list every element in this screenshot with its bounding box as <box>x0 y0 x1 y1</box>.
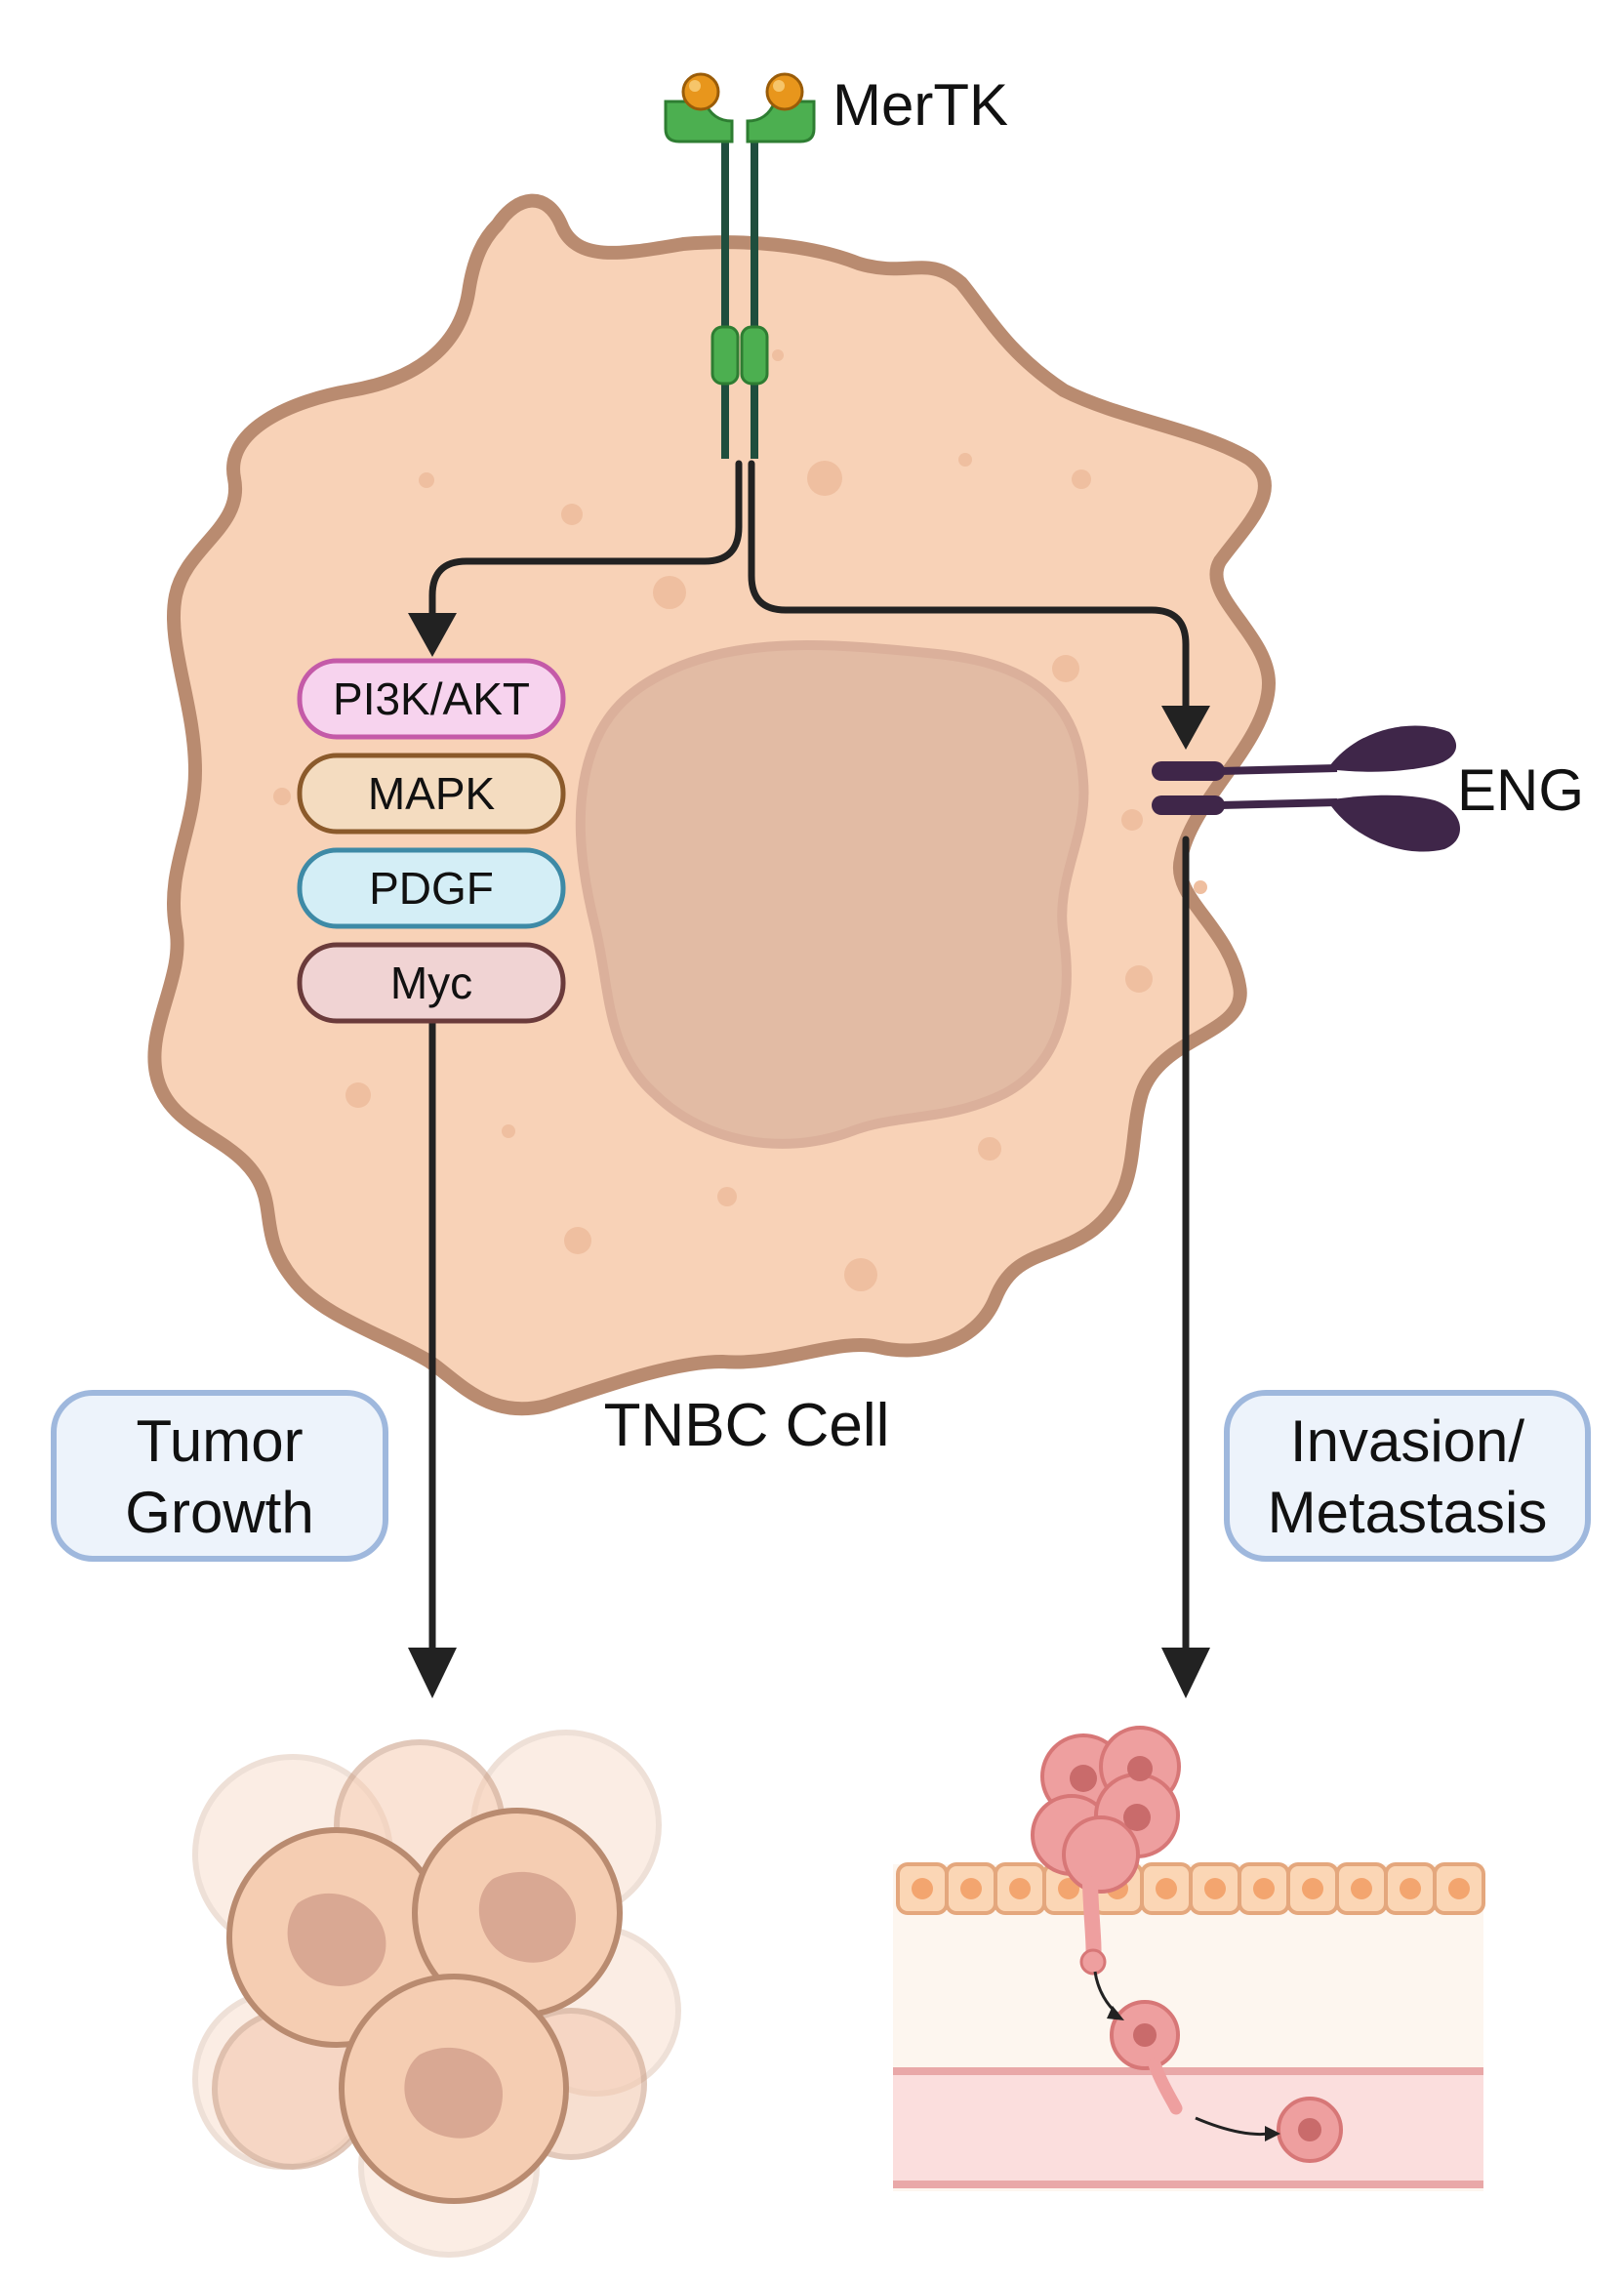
pathway-pill: Myc <box>297 942 566 1024</box>
cytoplasm-granule <box>772 349 784 361</box>
svg-text:Metastasis: Metastasis <box>1268 1480 1548 1545</box>
mertk-label: MerTK <box>832 72 1008 138</box>
tumor-cluster-illustration <box>192 1730 681 2258</box>
cytoplasm-granule <box>564 1227 591 1254</box>
cytoplasm-granule <box>1052 655 1079 682</box>
invading-cells <box>1031 1726 1343 2163</box>
cytoplasm-granule <box>978 1137 1001 1161</box>
cytoplasm-granule <box>1125 965 1153 993</box>
metastasis-illustration <box>893 1726 1485 2191</box>
arrow-to-eng <box>748 460 1190 712</box>
pathway-pill: PI3K/AKT <box>297 658 566 740</box>
ligand-icon <box>765 72 804 111</box>
arrowhead-icon <box>1161 1648 1210 1698</box>
ligand-icon <box>681 72 720 111</box>
arrow-to-pathways <box>428 460 743 619</box>
pathway-pill: PDGF <box>297 847 566 929</box>
signal-arrows <box>428 460 1190 1653</box>
eng-receptor <box>1152 725 1461 852</box>
cytoplasm-granule <box>561 504 583 525</box>
svg-text:PI3K/AKT: PI3K/AKT <box>333 673 530 724</box>
eng-label: ENG <box>1457 757 1584 823</box>
cytoplasm-granule <box>717 1187 737 1206</box>
cytoplasm-granule <box>1194 880 1207 894</box>
cytoplasm-granule <box>958 453 972 467</box>
arrowhead-icon <box>408 613 457 657</box>
cytoplasm-granule <box>1072 469 1091 489</box>
pathway-pill: MAPK <box>297 753 566 835</box>
pathway-stack: PI3K/AKT MAPK PDGF Myc <box>297 658 566 1024</box>
cytoplasm-granule <box>345 1082 371 1108</box>
eng-domain-icon <box>1327 725 1457 772</box>
tumor-growth-box: Tumor Growth <box>51 1390 388 1562</box>
svg-text:Invasion/: Invasion/ <box>1290 1408 1524 1474</box>
cell-label: TNBC Cell <box>604 1392 890 1459</box>
arrowhead-icon <box>1161 706 1210 750</box>
cytoplasm-granule <box>502 1124 515 1138</box>
svg-text:Growth: Growth <box>125 1480 313 1545</box>
eng-domain-icon <box>1327 795 1461 852</box>
cytoplasm-granule <box>807 461 842 496</box>
cytoplasm-granule <box>419 472 434 488</box>
cytoplasm-granule <box>1121 809 1143 831</box>
svg-text:PDGF: PDGF <box>369 863 494 914</box>
arrowhead-icon <box>408 1648 457 1698</box>
epithelium-row <box>896 1862 1485 1915</box>
cytoplasm-granule <box>653 576 686 609</box>
cytoplasm-granule <box>273 788 291 805</box>
mertk-receptor <box>664 72 816 459</box>
svg-text:Tumor: Tumor <box>136 1408 303 1474</box>
nucleus <box>575 640 1089 1149</box>
svg-text:Myc: Myc <box>390 958 472 1008</box>
arrowheads <box>408 613 1210 1698</box>
metastasis-box: Invasion/ Metastasis <box>1224 1390 1591 1562</box>
svg-text:MAPK: MAPK <box>368 768 496 819</box>
cytoplasm-granule <box>844 1258 877 1291</box>
